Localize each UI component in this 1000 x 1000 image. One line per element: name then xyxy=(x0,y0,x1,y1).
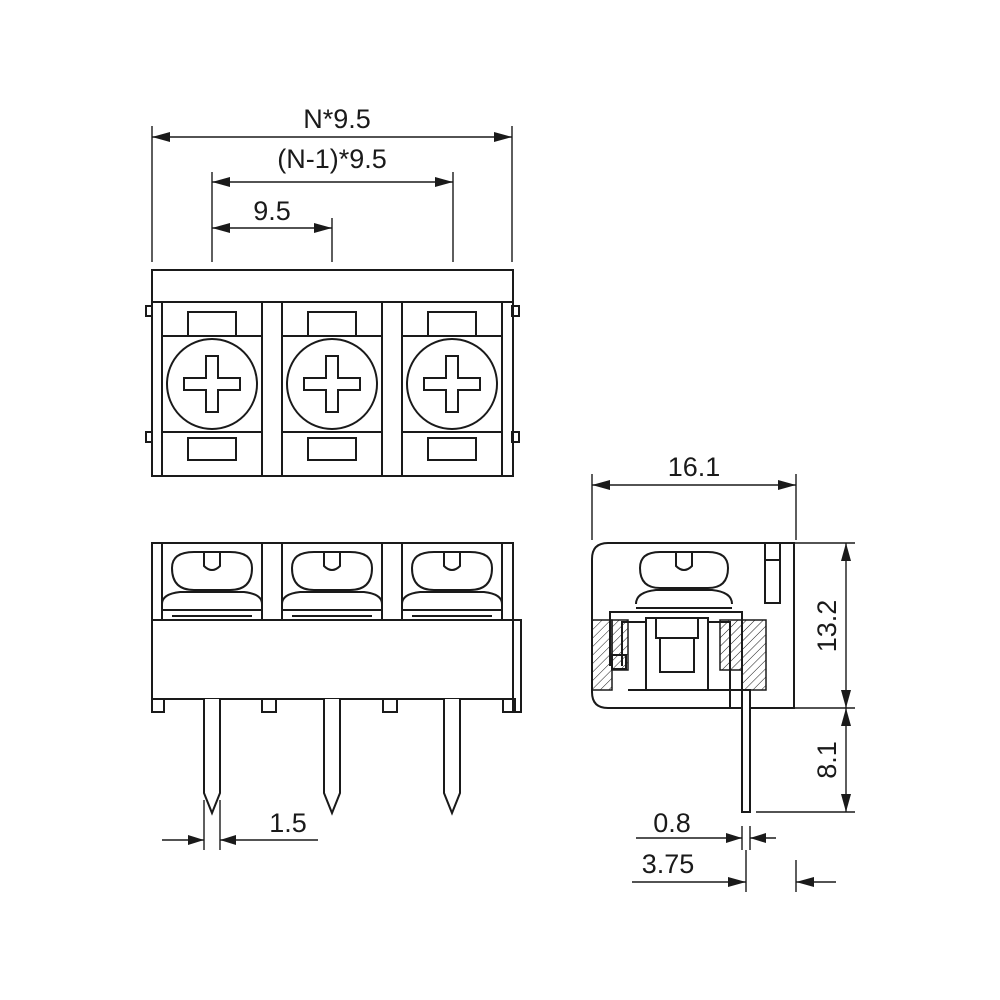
side-pin xyxy=(741,689,751,813)
dim-body-height: 13.2 xyxy=(780,542,855,709)
dim-pin-thickness: 0.8 xyxy=(636,808,776,850)
screw-head-icon xyxy=(166,338,258,430)
screw-head-side-icon xyxy=(638,551,730,589)
label-body-height: 13.2 xyxy=(812,600,842,653)
cross-slot-icon xyxy=(423,355,481,413)
dim-pitch: 9.5 xyxy=(212,196,332,233)
dim-pin-length: 8.1 xyxy=(756,708,855,813)
label-pin-thickness: 0.8 xyxy=(653,808,691,838)
label-total-width: N*9.5 xyxy=(303,104,371,134)
label-pin-width: 1.5 xyxy=(269,808,307,838)
top-pole-1 xyxy=(161,301,263,477)
top-dimensions: N*9.5 (N-1)*9.5 9.5 xyxy=(151,104,513,262)
label-pitch: 9.5 xyxy=(253,196,291,226)
clamp-frame xyxy=(609,611,743,708)
top-pole-2 xyxy=(281,301,383,477)
screw-head-side-icon xyxy=(410,551,494,591)
label-span-width: (N-1)*9.5 xyxy=(277,144,387,174)
dim-depth: 16.1 xyxy=(591,452,797,540)
label-pin-offset: 3.75 xyxy=(642,849,695,879)
pin-1 xyxy=(203,699,221,816)
screw-head-icon xyxy=(406,338,498,430)
dim-pin-width: 1.5 xyxy=(162,800,318,850)
top-view xyxy=(145,269,520,477)
side-view: 16.1 13.2 xyxy=(591,452,855,892)
front-pole-1 xyxy=(161,543,263,620)
pin-2 xyxy=(323,699,341,816)
top-pole-3 xyxy=(401,301,503,477)
label-depth: 16.1 xyxy=(668,452,721,482)
front-pole-3 xyxy=(401,543,503,620)
cross-slot-icon xyxy=(303,355,361,413)
cross-slot-icon xyxy=(183,355,241,413)
pin-3 xyxy=(443,699,461,816)
front-pole-2 xyxy=(281,543,383,620)
screw-head-side-icon xyxy=(170,551,254,591)
label-pin-length: 8.1 xyxy=(812,741,842,779)
front-view: 1.5 xyxy=(151,542,522,850)
dim-total-width: N*9.5 xyxy=(152,104,512,142)
screw-head-side-icon xyxy=(290,551,374,591)
dim-span-width: (N-1)*9.5 xyxy=(212,144,453,187)
screw-head-icon xyxy=(286,338,378,430)
dim-pin-offset: 3.75 xyxy=(632,849,836,892)
